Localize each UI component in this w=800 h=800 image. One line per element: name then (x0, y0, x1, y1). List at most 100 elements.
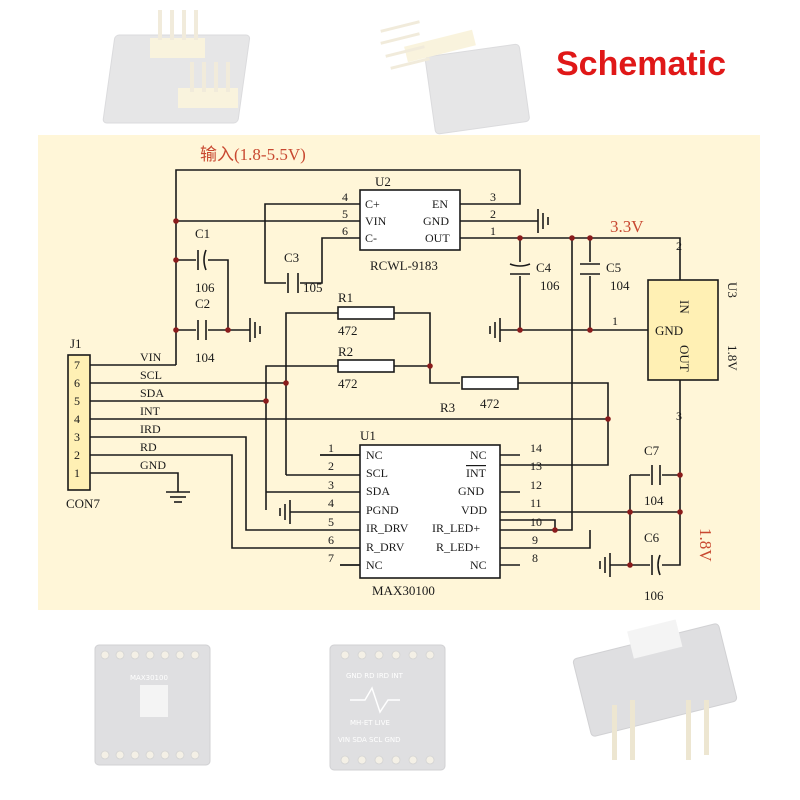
j1-pin-num: 1 (74, 466, 80, 480)
u1-pin-num: 14 (530, 441, 542, 455)
j1-pin-num: 4 (74, 412, 80, 426)
u1-pin-num: 13 (530, 459, 542, 473)
u1-pin-num: 3 (328, 478, 334, 492)
u1-pin-num: 2 (328, 459, 334, 473)
u3-voltage: 1.8V (725, 345, 740, 371)
u1-pin-num: 7 (328, 551, 334, 565)
u1-pin-num: 9 (532, 533, 538, 547)
j1-net-label: VIN (140, 350, 162, 364)
j1-part: CON7 (66, 496, 100, 511)
u1-pin-label: NC (470, 558, 487, 572)
u2-chip (359, 189, 461, 251)
r3-value: 472 (480, 396, 500, 411)
r1-value: 472 (338, 323, 358, 338)
r3-ref: R3 (440, 400, 455, 415)
board-photo-top-left (102, 10, 251, 124)
j1-pin-num: 2 (74, 448, 80, 462)
j1-pin-num: 5 (74, 394, 80, 408)
r2-value: 472 (338, 376, 358, 391)
u1-pin-num: 1 (328, 441, 334, 455)
u1-part: MAX30100 (372, 583, 435, 598)
u1-left-pins: NC SCL SDA PGND IR_DRV R_DRV NC 1 2 3 4 … (328, 441, 409, 572)
board-a-chip-label: MAX30100 (130, 674, 168, 682)
c5-value: 104 (610, 278, 630, 293)
c1-ref: C1 (195, 226, 210, 241)
u2-num-5: 5 (342, 207, 348, 221)
u1-pin-label: VDD (461, 503, 487, 517)
u1-pin-num: 12 (530, 478, 542, 492)
c4-value: 106 (540, 278, 560, 293)
u2-pin-cminus: C- (365, 231, 377, 245)
j1-pin-numbers: 7 6 5 4 3 2 1 (74, 358, 80, 480)
u1-pin-label: IR_DRV (366, 521, 409, 535)
u1-pin-label: PGND (366, 503, 399, 517)
u1-pin-label: SCL (366, 466, 388, 480)
u3-num-in: 2 (676, 239, 682, 253)
j1-net-label: SCL (140, 368, 162, 382)
board-b-bottom-label: VIN SDA SCL GND (338, 736, 401, 744)
c2-value: 104 (195, 350, 215, 365)
j1-net-label: GND (140, 458, 166, 472)
u1-pin-num: 11 (530, 496, 542, 510)
u2-ref: U2 (375, 174, 391, 189)
u2-pin-gnd: GND (423, 214, 449, 228)
u1-pin-label: IR_LED+ (432, 521, 480, 535)
capacitor-symbols (197, 249, 661, 576)
u1-pin-num: 10 (530, 515, 542, 529)
c7-value: 104 (644, 493, 664, 508)
u1-chip (359, 444, 501, 579)
u1-pin-num: 5 (328, 515, 334, 529)
u1-pin-label: NC (366, 448, 383, 462)
board-photo-bottom-center: GND RD IRD INT MH-ET LIVE VIN SDA SCL GN… (329, 644, 446, 771)
junctions (173, 218, 683, 568)
u1-pin-num: 8 (532, 551, 538, 565)
c6-value: 106 (644, 588, 664, 603)
u1-ref: U1 (360, 428, 376, 443)
u2-pin-out: OUT (425, 231, 450, 245)
u2-pin-stubs (460, 203, 500, 239)
u2-num-3: 3 (490, 190, 496, 204)
board-photo-bottom-right (572, 619, 738, 760)
u3-pin-out: OUT (677, 345, 692, 372)
j1-pin-num: 7 (74, 358, 80, 372)
c2-ref: C2 (195, 296, 210, 311)
u3-chip (647, 279, 719, 381)
c1-value: 106 (195, 280, 215, 295)
u3-num-gnd: 1 (612, 314, 618, 328)
j1-net-label: IRD (140, 422, 161, 436)
j1-ref: J1 (70, 336, 82, 351)
j1-net-label: RD (140, 440, 157, 454)
u3-pin-in: IN (677, 300, 692, 314)
u2-num-1: 1 (490, 224, 496, 238)
board-b-brand: MH-ET LIVE (350, 719, 390, 727)
u1-pin-num: 6 (328, 533, 334, 547)
j1-net-label: SDA (140, 386, 164, 400)
u2-num-6: 6 (342, 224, 348, 238)
c7-ref: C7 (644, 443, 660, 458)
j1-net-label: INT (140, 404, 161, 418)
rail-3v3-label: 3.3V (610, 217, 644, 236)
board-photo-top-right (380, 20, 530, 135)
u2-num-4: 4 (342, 190, 348, 204)
j1-pin-num: 6 (74, 376, 80, 390)
u2-pin-en: EN (432, 197, 448, 211)
u1-pin-stubs (320, 454, 360, 566)
u3-pin-gnd: GND (655, 323, 683, 338)
u1-pin-label: GND (458, 484, 484, 498)
j1-connector (67, 354, 91, 491)
j1-pin-num: 3 (74, 430, 80, 444)
u3-num-out: 3 (676, 409, 682, 423)
u1-pin-label: SDA (366, 484, 390, 498)
u2-num-2: 2 (490, 207, 496, 221)
r2-ref: R2 (338, 344, 353, 359)
c3-ref: C3 (284, 250, 299, 265)
u1-pin-label: INT (466, 466, 487, 480)
c4-ref: C4 (536, 260, 552, 275)
u1-pin-label: R_LED+ (436, 540, 480, 554)
j1-net-labels: VIN SCL SDA INT IRD RD GND (140, 350, 166, 472)
resistor-symbols (337, 306, 519, 390)
board-b-top-label: GND RD IRD INT (346, 672, 404, 680)
input-voltage-note: 输入(1.8-5.5V) (200, 145, 306, 164)
board-photo-bottom-left: MAX30100 (94, 644, 211, 766)
